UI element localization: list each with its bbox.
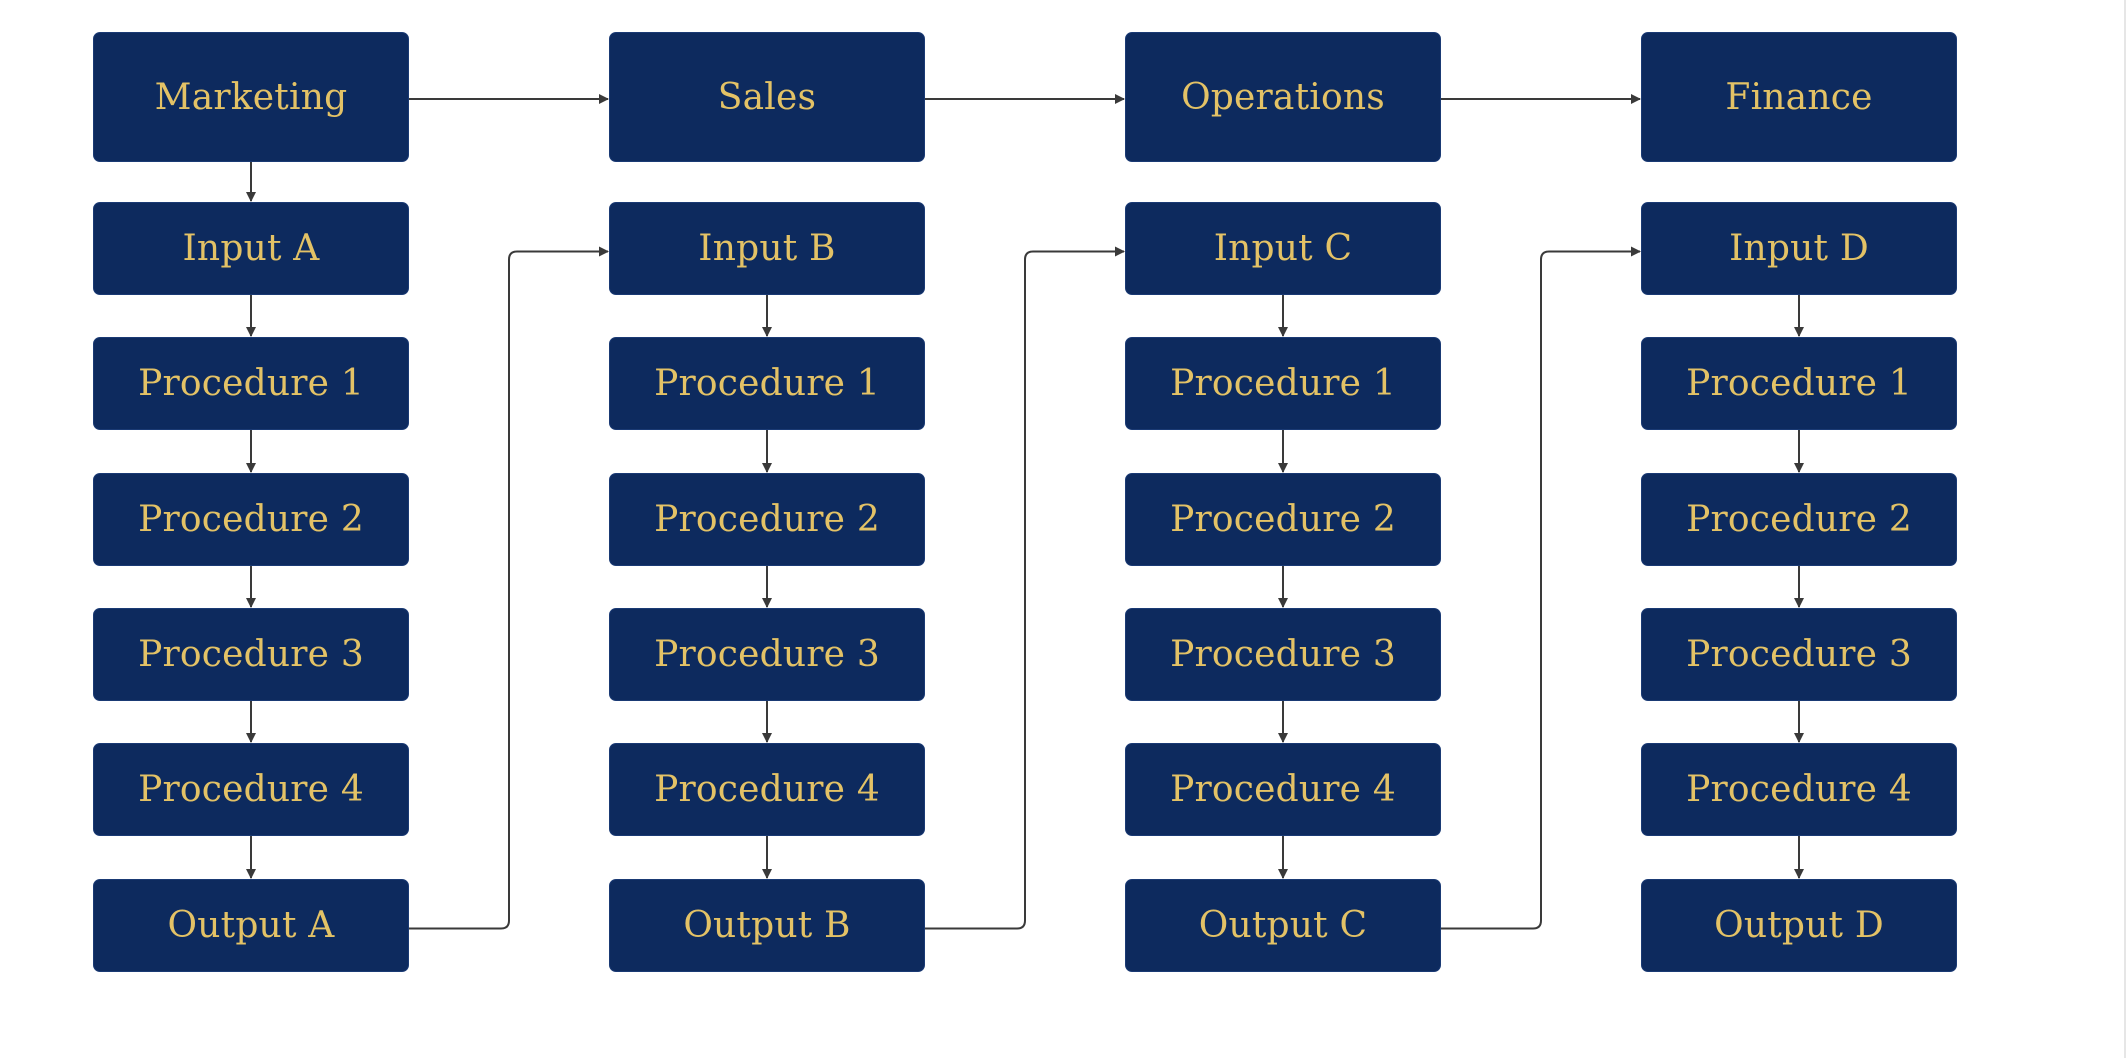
sales-procedure-2[interactable]: Procedure 2 (609, 473, 925, 566)
right-edge-divider (2124, 0, 2126, 1058)
finance-procedure-1[interactable]: Procedure 1 (1641, 337, 1957, 430)
input-c[interactable]: Input C (1125, 202, 1441, 295)
finance-procedure-2[interactable]: Procedure 2 (1641, 473, 1957, 566)
header-sales[interactable]: Sales (609, 32, 925, 162)
output-a[interactable]: Output A (93, 879, 409, 972)
sales-procedure-4[interactable]: Procedure 4 (609, 743, 925, 836)
operations-procedure-1[interactable]: Procedure 1 (1125, 337, 1441, 430)
arrow-output-a-to-input-b (409, 246, 609, 930)
marketing-procedure-4[interactable]: Procedure 4 (93, 743, 409, 836)
marketing-procedure-3[interactable]: Procedure 3 (93, 608, 409, 701)
sales-procedure-3[interactable]: Procedure 3 (609, 608, 925, 701)
finance-procedure-3[interactable]: Procedure 3 (1641, 608, 1957, 701)
input-b[interactable]: Input B (609, 202, 925, 295)
marketing-procedure-2[interactable]: Procedure 2 (93, 473, 409, 566)
arrow-output-c-to-input-d (1441, 246, 1641, 930)
operations-procedure-2[interactable]: Procedure 2 (1125, 473, 1441, 566)
header-operations[interactable]: Operations (1125, 32, 1441, 162)
finance-procedure-4[interactable]: Procedure 4 (1641, 743, 1957, 836)
header-marketing[interactable]: Marketing (93, 32, 409, 162)
input-d[interactable]: Input D (1641, 202, 1957, 295)
arrow-output-b-to-input-c (925, 246, 1125, 930)
input-a[interactable]: Input A (93, 202, 409, 295)
output-d[interactable]: Output D (1641, 879, 1957, 972)
output-c[interactable]: Output C (1125, 879, 1441, 972)
marketing-procedure-1[interactable]: Procedure 1 (93, 337, 409, 430)
operations-procedure-3[interactable]: Procedure 3 (1125, 608, 1441, 701)
operations-procedure-4[interactable]: Procedure 4 (1125, 743, 1441, 836)
header-finance[interactable]: Finance (1641, 32, 1957, 162)
sales-procedure-1[interactable]: Procedure 1 (609, 337, 925, 430)
output-b[interactable]: Output B (609, 879, 925, 972)
